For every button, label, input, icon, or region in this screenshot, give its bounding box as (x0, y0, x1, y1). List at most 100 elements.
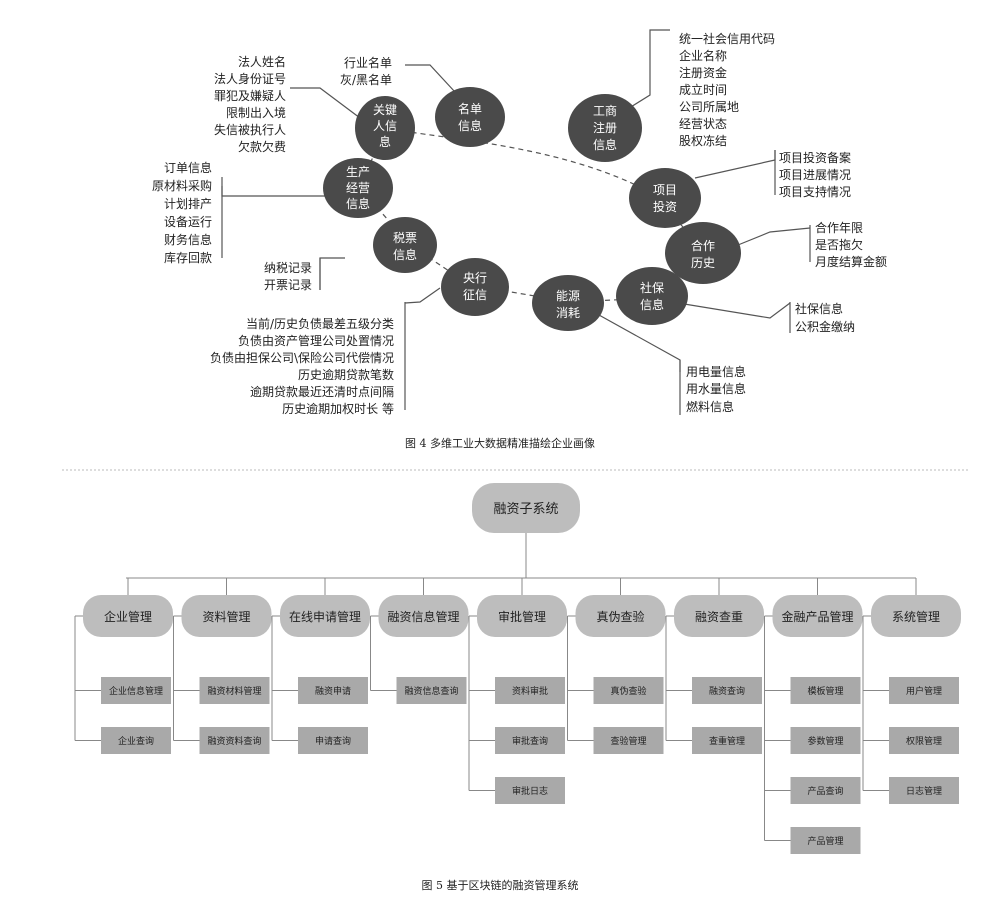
list-item: 行业名单 (344, 55, 392, 70)
sub-item: 审批查询 (495, 727, 565, 754)
list-item: 欠款欠费 (238, 139, 286, 154)
list-item: 失信被执行人 (214, 122, 286, 137)
list-item: 股权冻结 (679, 133, 727, 148)
node-energy-l2: 消耗 (556, 306, 580, 320)
node-key-person-l3: 息 (379, 134, 391, 149)
list-blacklist: 行业名单 灰/黑名单 (340, 55, 392, 87)
sub-item-label: 参数管理 (807, 735, 843, 747)
list-item: 原材料采购 (152, 178, 212, 193)
list-item: 灰/黑名单 (340, 72, 392, 87)
list-item: 当前/历史负债最差五级分类 (246, 316, 394, 331)
sub-item-label: 企业查询 (118, 735, 154, 747)
figure4-caption: 图 4 多维工业大数据精准描绘企业画像 (405, 436, 595, 450)
module-label: 审批管理 (498, 609, 546, 624)
sub-item: 融资查询 (692, 677, 762, 704)
root-node-label: 融资子系统 (493, 502, 558, 517)
node-blacklist-l2: 信息 (458, 118, 482, 133)
sub-item-label: 融资资料查询 (207, 735, 261, 747)
node-tax-l2: 信息 (393, 247, 417, 262)
list-item: 纳税记录 (264, 261, 312, 275)
node-social-l2: 信息 (640, 297, 664, 312)
sub-item: 产品查询 (790, 777, 861, 804)
sub-item: 资料审批 (495, 677, 565, 704)
list-item: 设备运行 (164, 215, 212, 229)
list-item: 历史逾期加权时长 等 (282, 401, 394, 416)
list-item: 负债由担保公司\保险公司代偿情况 (210, 350, 394, 365)
list-item: 合作年限 (815, 220, 863, 235)
sub-item-label: 融资信息查询 (404, 685, 458, 697)
node-project-l2: 投资 (653, 199, 677, 214)
module-label: 系统管理 (892, 609, 940, 624)
module-label: 在线申请管理 (289, 609, 361, 624)
list-item: 公积金缴纳 (795, 319, 855, 334)
list-item: 法人姓名 (238, 54, 286, 69)
node-business-reg: 工商 注册 信息 (568, 94, 642, 162)
sub-item: 权限管理 (889, 727, 959, 754)
list-item: 公司所属地 (679, 100, 739, 114)
sub-item: 真伪查验 (593, 677, 664, 704)
sub-item: 查重管理 (692, 727, 762, 754)
node-production-l1: 生产 (346, 165, 370, 179)
sub-item-label: 真伪查验 (610, 685, 646, 697)
figure5-caption: 图 5 基于区块链的融资管理系统 (422, 878, 579, 892)
module-4: 融资信息管理 (378, 595, 469, 637)
sub-item-label: 日志管理 (906, 785, 942, 797)
node-project-l1: 项目 (653, 183, 677, 197)
sub-item-label: 模板管理 (807, 685, 843, 697)
list-item: 历史逾期贷款笔数 (298, 367, 394, 382)
sub-item-label: 产品查询 (807, 785, 843, 797)
node-production: 生产 经营 信息 (323, 158, 393, 218)
list-item: 负债由资产管理公司处置情况 (238, 333, 394, 348)
sub-item-label: 企业信息管理 (109, 685, 163, 697)
list-key-person: 法人姓名 法人身份证号 罪犯及嫌疑人 限制出入境 失信被执行人 欠款欠费 (214, 54, 286, 154)
sub-item-label: 融资查询 (709, 685, 745, 697)
node-credit-l1: 央行 (463, 271, 487, 285)
module-label: 真伪查验 (596, 609, 644, 624)
node-cooperation-l2: 历史 (691, 256, 715, 270)
list-cooperation: 合作年限 是否拖欠 月度结算金额 (815, 220, 887, 269)
module-7: 融资查重 (674, 595, 764, 637)
sub-item: 申请查询 (298, 727, 368, 754)
list-item: 注册资金 (679, 65, 727, 80)
module-label: 资料管理 (202, 609, 250, 624)
list-item: 逾期贷款最近还清时点间隔 (250, 384, 394, 399)
node-energy-l1: 能源 (556, 289, 580, 303)
node-business-reg-l2: 注册 (593, 120, 617, 135)
list-item: 统一社会信用代码 (679, 31, 775, 46)
sub-item-label: 申请查询 (315, 735, 351, 747)
node-cooperation-l1: 合作 (691, 238, 715, 253)
node-project: 项目 投资 (629, 168, 701, 228)
list-item: 企业名称 (679, 48, 727, 63)
sub-item-label: 融资材料管理 (207, 685, 261, 697)
sub-item-label: 资料审批 (512, 685, 548, 697)
node-business-reg-l3: 信息 (593, 137, 617, 152)
list-energy: 用电量信息 用水量信息 燃料信息 (686, 364, 746, 414)
list-item: 经营状态 (679, 117, 727, 131)
sub-item: 企业信息管理 (101, 677, 171, 704)
list-social: 社保信息 公积金缴纳 (795, 301, 855, 334)
sub-item-label: 审批查询 (512, 735, 548, 747)
list-item: 月度结算金额 (815, 254, 887, 269)
sub-item: 融资信息查询 (396, 677, 467, 704)
sub-item-label: 融资申请 (315, 685, 351, 697)
node-tax-l1: 税票 (393, 231, 417, 245)
list-item: 罪犯及嫌疑人 (214, 88, 286, 103)
module-9: 系统管理 (871, 595, 961, 637)
sub-item: 用户管理 (889, 677, 959, 704)
list-tax: 纳税记录 开票记录 (264, 261, 312, 292)
sub-item: 企业查询 (101, 727, 171, 754)
module-1: 企业管理 (83, 595, 173, 637)
root-node: 融资子系统 (472, 483, 580, 533)
list-item: 库存回款 (164, 250, 212, 265)
module-5: 审批管理 (477, 595, 567, 637)
sub-item-label: 产品管理 (807, 835, 843, 847)
sub-item: 融资申请 (298, 677, 368, 704)
node-social: 社保 信息 (616, 267, 688, 325)
list-item: 社保信息 (795, 301, 843, 316)
sub-item: 融资材料管理 (199, 677, 270, 704)
node-business-reg-l1: 工商 (593, 103, 617, 118)
node-cooperation: 合作 历史 (665, 222, 741, 284)
list-project: 项目投资备案 项目进展情况 项目支持情况 (779, 150, 851, 199)
